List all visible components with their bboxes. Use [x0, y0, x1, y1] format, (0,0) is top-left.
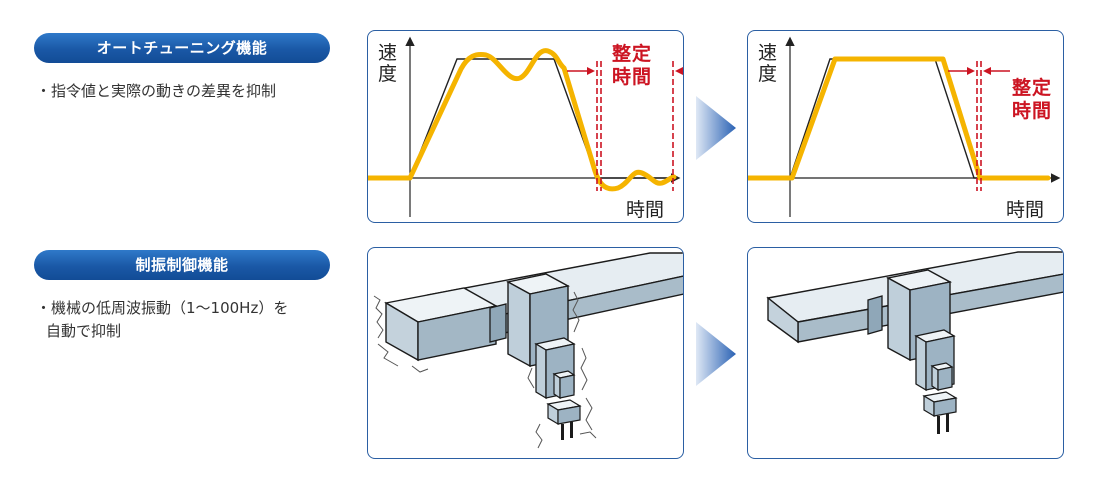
vibration-lines [373, 291, 597, 449]
machine-before-panel [367, 247, 684, 459]
machine-stable-illustration [766, 251, 1063, 434]
settling-arrowhead-right [983, 67, 991, 75]
transition-arrow-icon [696, 322, 736, 386]
graph-before-settling-label: 整定 時間 [612, 43, 653, 88]
graph-before-panel: 速度 時間 整定 時間 [367, 30, 684, 223]
settling-arrowhead-left [967, 67, 975, 75]
bracket-block [489, 303, 507, 343]
bracket-block [867, 295, 883, 335]
transition-arrow-icon [696, 96, 736, 160]
auto-tuning-description: ・指令値と実際の動きの差異を抑制 [36, 82, 277, 100]
graph-before-x-label: 時間 [626, 199, 665, 221]
command-profile [748, 58, 1048, 179]
response-curve-tuned [748, 56, 1051, 181]
tool-head [546, 370, 582, 440]
vibration-control-title: 制振制御機能 [34, 250, 330, 280]
graph-after-x-label: 時間 [1006, 199, 1045, 221]
tool-head [922, 362, 958, 434]
graph-after-y-label: 速度 [758, 42, 778, 85]
settling-arrowhead-right [675, 67, 683, 75]
graph-after-settling-label: 整定 時間 [1012, 77, 1053, 122]
beam-front [384, 287, 498, 362]
machine-vibrating-illustration [373, 252, 683, 449]
vibration-control-description: ・機械の低周波振動（1～100Hz）を 自動で抑制 [36, 299, 289, 340]
graph-before-svg [368, 36, 683, 217]
response-curve-oscillating [368, 48, 677, 192]
graph-after-panel: 速度 時間 整定 時間 [747, 30, 1064, 223]
graph-before-y-label: 速度 [378, 42, 398, 85]
auto-tuning-title: オートチューニング機能 [34, 33, 330, 63]
graph-after-svg [748, 36, 1061, 217]
machine-after-panel [747, 247, 1064, 459]
settling-arrowhead-left [587, 67, 595, 75]
